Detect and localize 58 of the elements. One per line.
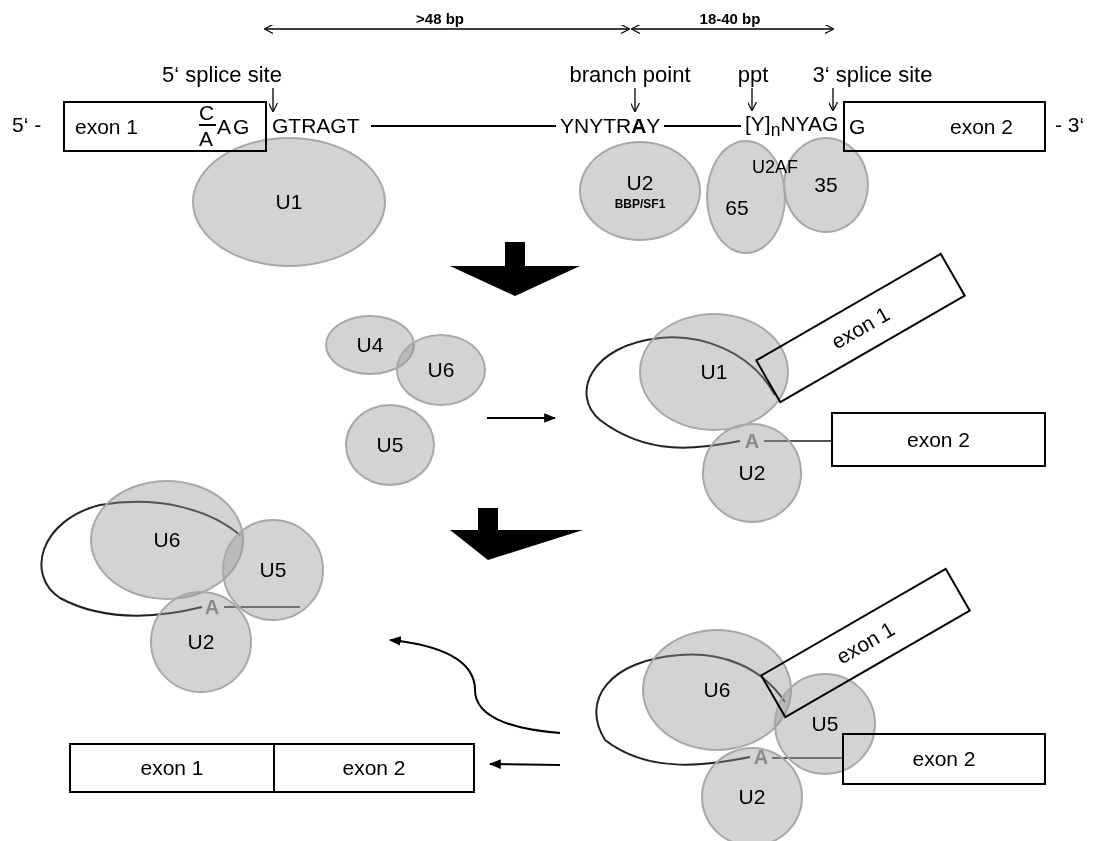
strand-end-label: 5‘ -: [12, 113, 42, 137]
particle-name: 65: [725, 196, 749, 220]
particle-name: U6: [153, 528, 181, 552]
particle-name: U1: [700, 360, 728, 384]
sequence-letter: C: [199, 101, 217, 127]
exon-box: [842, 733, 1046, 785]
sequence-letter: AG: [217, 115, 252, 139]
branch-adenosine: A: [204, 596, 220, 618]
exon-box: [843, 101, 1046, 152]
particle-name: U2: [626, 170, 654, 194]
exon-label: exon 2: [906, 427, 971, 452]
particle-name: U5: [259, 558, 287, 582]
particle-name: U4: [356, 333, 384, 357]
sequence-text: GTRAGT: [272, 114, 360, 138]
site-name: branch point: [569, 62, 691, 88]
strand-end-label: - 3‘: [1055, 113, 1085, 137]
exon-label: exon 1: [75, 115, 139, 139]
leader-arrow: [629, 87, 641, 113]
branch-adenosine: A: [744, 430, 760, 452]
sequence-letter: A: [199, 127, 215, 151]
particle-name: U2: [738, 785, 766, 809]
particle-name: U2: [187, 630, 215, 654]
exon-label: exon 1: [140, 756, 204, 780]
site-name: 5‘ splice site: [162, 62, 282, 88]
exon-box: [759, 567, 972, 719]
particle-name: U6: [703, 678, 731, 702]
exon-label: exon 1: [832, 617, 899, 669]
particle-name: U5: [376, 433, 404, 457]
sequence-text: YNYTRAY: [560, 114, 661, 138]
protein-name: BBP/SF1: [614, 197, 666, 212]
dimension-label: >48 bp: [416, 11, 464, 28]
exon-label: exon 1: [827, 302, 894, 354]
exon-label: exon 2: [342, 756, 406, 780]
exon-box: [831, 412, 1046, 467]
intron-line: [370, 125, 557, 127]
exon-label: exon 2: [912, 747, 976, 771]
exon-label: exon 2: [950, 115, 1014, 139]
exon-box: [63, 101, 267, 152]
site-name: ppt: [737, 62, 769, 88]
site-name: 3‘ splice site: [812, 62, 933, 88]
intron-line: [663, 125, 742, 127]
exon-box: [69, 743, 275, 793]
snrnp-particle: [701, 747, 803, 841]
sequence-letter: G: [849, 115, 866, 139]
particle-name: 35: [814, 173, 838, 197]
sequence-text: [Y]$_{n}$NYAG: [745, 111, 839, 141]
particle-name: U2: [738, 461, 766, 485]
dimension-label: 18-40 bp: [699, 11, 761, 28]
branch-adenosine: A: [753, 746, 769, 768]
particle-name: U5: [811, 712, 839, 736]
particle-name: U6: [427, 358, 455, 382]
exon-box: [754, 252, 967, 404]
leader-arrow: [827, 87, 839, 112]
exon-box: [273, 743, 475, 793]
protein-name: U2AF: [752, 158, 798, 178]
particle-name: U1: [275, 190, 303, 214]
leader-arrow: [267, 87, 279, 113]
leader-arrow: [746, 87, 758, 112]
